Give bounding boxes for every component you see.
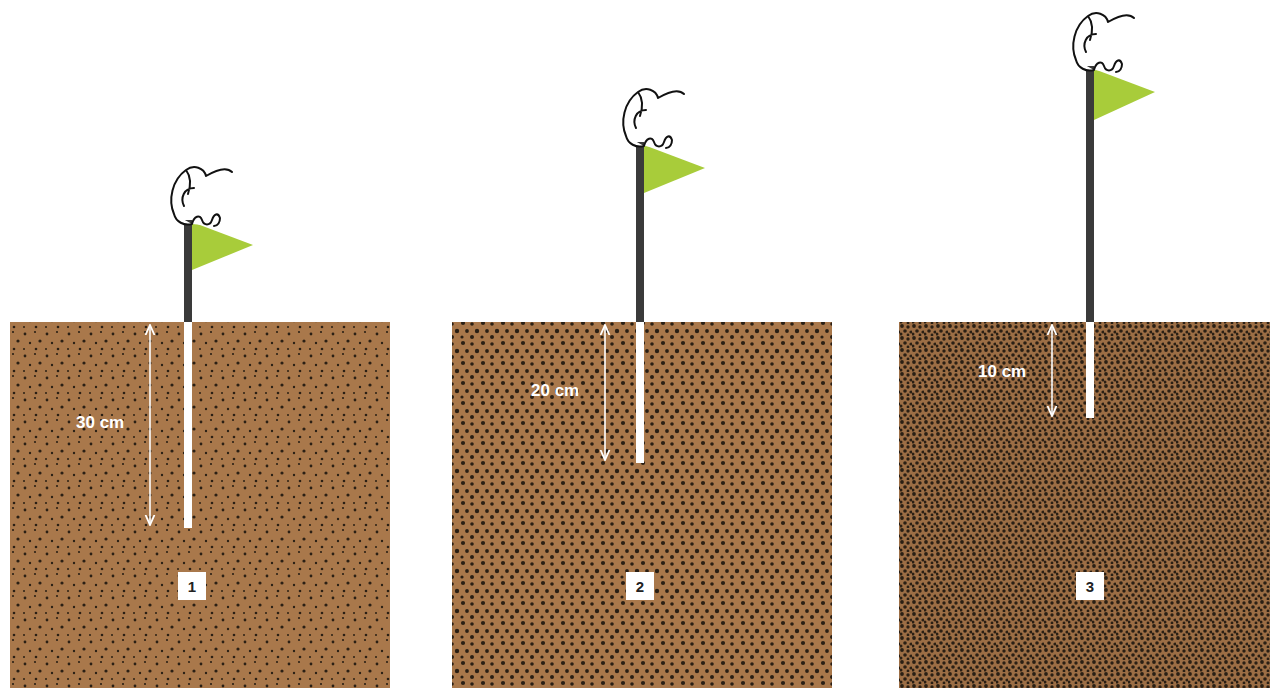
soil-texture	[10, 322, 390, 688]
stake-buried	[636, 322, 644, 463]
depth-label: 30 cm	[76, 413, 124, 433]
flag	[644, 145, 705, 193]
hand	[171, 167, 232, 226]
stake	[636, 142, 644, 322]
soil-panel	[899, 322, 1270, 688]
hand	[623, 89, 684, 148]
depth-label: 10 cm	[978, 362, 1026, 382]
number-box: 3	[1076, 572, 1104, 600]
stake-buried	[184, 322, 192, 528]
soil-texture	[899, 322, 1270, 688]
dimension-arrow	[149, 325, 151, 525]
dimension-arrow	[604, 325, 606, 460]
hand	[1073, 13, 1134, 72]
callout-number: 3	[1086, 578, 1094, 595]
depth-label: 20 cm	[531, 381, 579, 401]
number-box: 1	[178, 572, 206, 600]
soil-panel	[10, 322, 390, 688]
dimension-arrow	[1051, 325, 1053, 416]
stake	[184, 220, 192, 322]
number-box: 2	[626, 572, 654, 600]
stake-buried	[1086, 322, 1094, 418]
soil-texture	[452, 322, 832, 688]
callout-number: 1	[188, 578, 196, 595]
soil-panel	[452, 322, 832, 688]
callout-number: 2	[636, 578, 644, 595]
stake	[1086, 66, 1094, 322]
flag	[192, 222, 253, 270]
flag	[1094, 69, 1155, 120]
